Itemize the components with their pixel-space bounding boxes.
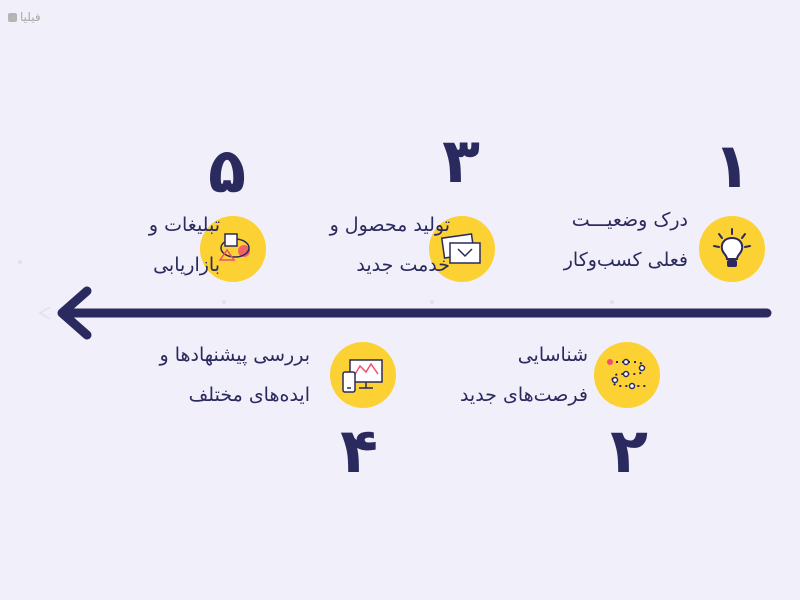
decorative-dot [430,300,434,304]
step-number-3: ۳ [442,124,480,197]
step-number-4: ۴ [340,414,378,487]
step-label-2: شناسایی فرصت‌های جدید [460,335,588,415]
step-label-1-line1: درک وضعیـــت [571,209,688,231]
decorative-dot [610,300,614,304]
logo-icon [8,12,17,22]
step-label-5: تبلیغات و بازاریابی [149,205,220,285]
step-label-3: تولید محصول و خدمت جدید [330,205,450,285]
step-label-2-line1: شناسایی [517,344,588,366]
winding-path-icon [594,342,660,408]
devices-chart-icon [330,342,396,408]
step-label-4-line1: بررسی پیشنهادها و [159,344,310,366]
step-number-1: ۱ [713,129,751,202]
step-label-1: درک وضعیـــت فعلی کسب‌وکار [564,200,688,280]
lightbulb-icon [699,216,765,282]
step-label-4-line2: ایده‌های مختلف [188,384,310,406]
step-label-5-line2: بازاریابی [153,254,220,276]
decorative-dot [18,260,22,264]
step-label-4: بررسی پیشنهادها و ایده‌های مختلف [160,335,310,415]
step-label-2-line2: فرصت‌های جدید [459,384,588,406]
logo-text: فیلیا [20,10,41,24]
envelope-cards-icon [429,216,495,282]
decorative-dot [222,300,226,304]
step-number-5: ۵ [208,134,246,207]
step-label-5-line1: تبلیغات و [148,214,220,236]
step-label-3-line1: تولید محصول و [329,214,450,236]
step-label-1-line2: فعلی کسب‌وکار [563,249,688,271]
brand-logo: فیلیا [8,10,41,24]
step-number-2: ۲ [610,414,648,487]
shapes-icon [200,216,266,282]
step-label-3-line2: خدمت جدید [356,254,450,276]
